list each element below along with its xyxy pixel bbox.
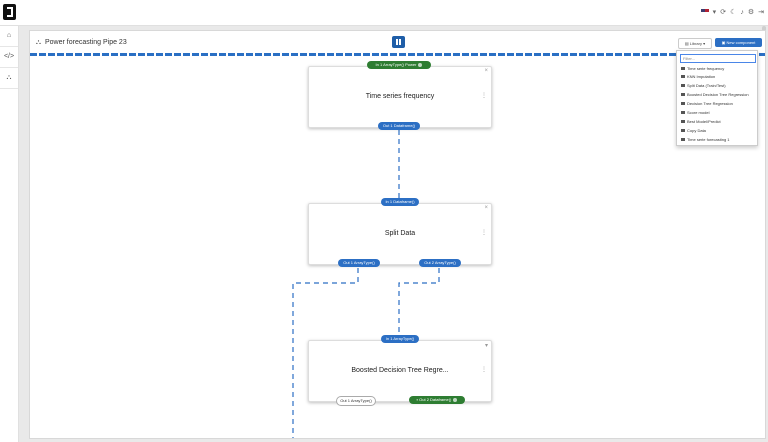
input-port[interactable]: In 1 ArrayType() <box>381 335 419 343</box>
port-label: Out 2 Dataframe() <box>419 397 452 402</box>
page-title: Power forecasting Pipe 23 <box>45 39 127 46</box>
library-item-label: Score model <box>687 110 710 115</box>
node-boosted-decision-tree[interactable]: ▾ Boosted Decision Tree Regre... ⋮ <box>308 340 492 402</box>
port-label: In 1 ArrayType() <box>385 336 415 341</box>
output-port-1[interactable]: Out 1 ArrayType() <box>336 396 376 406</box>
new-component-label: New component <box>726 40 756 45</box>
chevron-down-icon[interactable]: ▾ <box>712 9 717 16</box>
library-item[interactable]: Boosted Decision Tree Regression <box>681 92 749 97</box>
library-item[interactable]: Score model <box>681 110 709 115</box>
library-button[interactable]: ▤ Library ▾ <box>678 38 712 49</box>
node-title: Split Data <box>384 230 416 237</box>
library-item-label: KNN Imputation <box>687 74 716 79</box>
port-toggle-icon <box>453 397 458 402</box>
library-item[interactable]: Best Model/Predict <box>681 119 721 124</box>
component-icon <box>681 102 685 106</box>
pipeline-title-icon: ⛬ <box>36 39 41 46</box>
library-item[interactable]: Time serie frequency <box>681 66 724 71</box>
library-item-label: Best Model/Predict <box>687 119 721 124</box>
close-icon[interactable]: × <box>484 68 488 74</box>
library-item-label: Split Data (Train/Test) <box>687 83 726 88</box>
close-icon[interactable]: × <box>484 205 488 211</box>
component-icon <box>681 93 685 97</box>
pipeline-edges <box>292 130 440 438</box>
refresh-icon[interactable]: ⟳ <box>720 9 727 16</box>
input-port[interactable]: In 1 ArrayType() Power <box>367 61 431 69</box>
node-title: Boosted Decision Tree Regre... <box>351 367 449 374</box>
library-item[interactable]: Decision Tree Regression <box>681 101 733 106</box>
pipeline-icon[interactable]: ⛬ <box>0 68 18 89</box>
output-port-1[interactable]: Out 1 ArrayType() <box>338 259 380 267</box>
library-dropdown: Filter... Time serie frequency KNN Imput… <box>676 50 758 146</box>
output-port-2[interactable]: Out 2 ArrayType() <box>419 259 461 267</box>
component-icon <box>681 75 685 79</box>
port-label: Out 1 Dataframe() <box>382 123 416 128</box>
port-label: Out 2 ArrayType() <box>424 260 456 265</box>
port-toggle-icon <box>418 62 423 67</box>
moon-icon[interactable]: ☾ <box>730 9 737 16</box>
code-icon[interactable]: </> <box>0 47 18 68</box>
edge-n2-n3 <box>398 268 440 337</box>
progress-stripe <box>30 53 765 56</box>
node-menu-icon[interactable]: ⋮ <box>481 367 487 373</box>
port-label: Out 1 ArrayType() <box>343 260 375 265</box>
chevron-down-icon[interactable]: ▾ <box>484 343 488 349</box>
port-label: In 1 Dataframe() <box>385 199 415 204</box>
library-item-label: Time serie frequency <box>687 66 725 71</box>
component-icon <box>681 84 685 88</box>
app-logo-icon[interactable] <box>3 4 16 20</box>
gear-icon[interactable]: ⚙ <box>747 9 755 16</box>
library-item-label: Time serie forecasting 1 <box>687 137 730 142</box>
library-item-label: Boosted Decision Tree Regression <box>687 92 749 97</box>
component-icon <box>681 111 685 115</box>
output-port[interactable]: Out 1 Dataframe() <box>378 122 420 130</box>
component-icon <box>681 67 685 71</box>
home-icon[interactable]: ⌂ <box>0 26 18 47</box>
output-port-2[interactable]: ▪ Out 2 Dataframe() <box>409 396 465 404</box>
edge-n2-out1 <box>292 268 359 438</box>
save-icon: ▪ <box>416 397 420 402</box>
pipeline-header: ⛬ Power forecasting Pipe 23 ▤ Library ▾ … <box>30 31 765 53</box>
node-menu-icon[interactable]: ⋮ <box>481 230 487 236</box>
bell-icon[interactable]: ♪ <box>740 8 744 16</box>
logout-icon[interactable]: ⇥ <box>758 9 764 16</box>
node-time-series-frequency[interactable]: × Time series frequency ⋮ <box>308 66 492 128</box>
node-title: Time series frequency <box>365 93 435 100</box>
library-filter-input[interactable]: Filter... <box>680 54 756 63</box>
library-item[interactable]: Split Data (Train/Test) <box>681 83 726 88</box>
library-label: Library <box>689 41 702 46</box>
left-sidebar: ⌂ </> ⛬ <box>0 26 19 442</box>
new-component-button[interactable]: ▣ New component <box>715 38 762 47</box>
port-label: Out 1 ArrayType() <box>340 398 372 403</box>
library-item[interactable]: Time serie forecasting 1 <box>681 137 730 142</box>
library-item[interactable]: KNN Imputation <box>681 74 715 79</box>
port-label: In 1 ArrayType() Power <box>375 62 417 67</box>
top-bar: ▾ ⟳ ☾ ♪ ⚙ ⇥ <box>0 0 768 26</box>
input-port[interactable]: In 1 Dataframe() <box>381 198 419 206</box>
node-menu-icon[interactable]: ⋮ <box>481 93 487 99</box>
pipeline-panel: ⛬ Power forecasting Pipe 23 ▤ Library ▾ … <box>29 30 766 439</box>
node-split-data[interactable]: × Split Data ⋮ <box>308 203 492 265</box>
library-item-label: Copy Data <box>687 128 706 133</box>
component-icon <box>681 129 685 133</box>
top-icons: ▾ ⟳ ☾ ♪ ⚙ ⇥ <box>700 8 764 16</box>
library-item[interactable]: Copy Data <box>681 128 706 133</box>
pause-button[interactable] <box>392 36 405 48</box>
component-icon <box>681 120 685 124</box>
component-icon <box>681 138 685 142</box>
library-item-label: Decision Tree Regression <box>687 101 733 106</box>
flag-us-icon[interactable] <box>700 9 709 15</box>
